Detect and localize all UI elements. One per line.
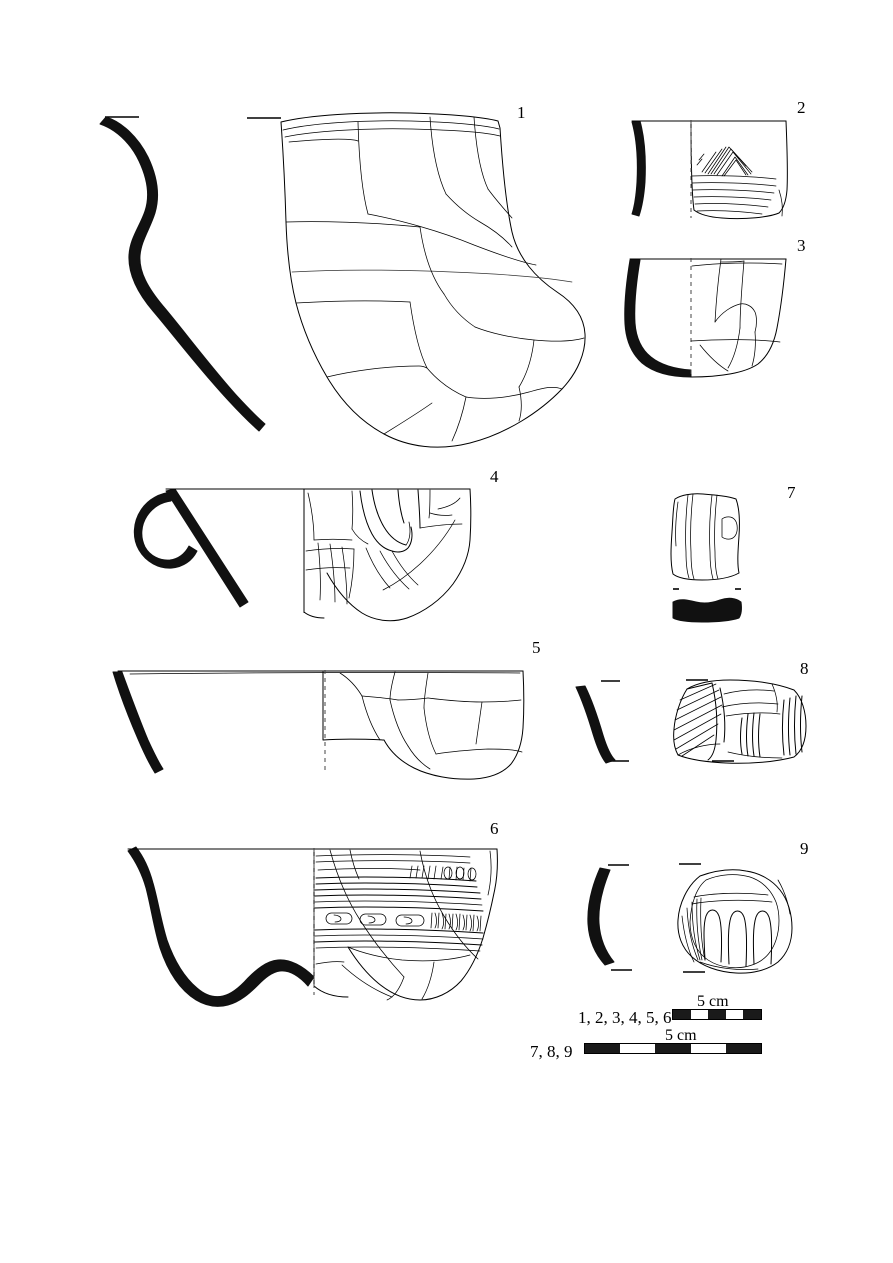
figure-3-group xyxy=(624,258,787,378)
figure-label-1: 1 xyxy=(517,103,526,122)
figure-label-5: 5 xyxy=(532,638,541,657)
figure-8-group xyxy=(575,679,807,764)
figure-8-section-profile xyxy=(575,685,616,764)
scale-1-seg-1 xyxy=(673,1010,691,1019)
figure-8-field-lines xyxy=(721,683,781,717)
scale-2-seg-3 xyxy=(655,1044,691,1053)
figure-4-group xyxy=(133,488,472,622)
figure-1-body-outline xyxy=(280,112,586,448)
figure-9-base-line xyxy=(699,961,759,970)
figure-4-body-outline xyxy=(326,488,472,622)
figure-6-section-profile xyxy=(127,846,315,1007)
figure-9-sherd-outline xyxy=(677,869,793,974)
figure-8-base-line xyxy=(727,751,783,759)
figure-2-banded-decoration xyxy=(691,175,777,215)
scale-1-bar xyxy=(672,1009,762,1020)
figure-9-horizontal-line-2 xyxy=(691,899,773,905)
figure-3-section-profile xyxy=(624,259,692,378)
figure-label-8: 8 xyxy=(800,659,809,678)
figure-7-sherd-outline xyxy=(670,493,740,581)
figure-9-right-edge-line xyxy=(777,879,791,915)
scale-2-unit-label: 5 cm xyxy=(665,1027,697,1044)
figure-5-sherd-joins xyxy=(339,671,523,770)
figure-8-vertical-incisions xyxy=(740,695,803,758)
figure-2-section-profile xyxy=(631,120,646,217)
scale-1-seg-2 xyxy=(690,1010,709,1019)
scale-2-seg-1 xyxy=(585,1044,621,1053)
scale-1-seg-5 xyxy=(743,1010,761,1019)
figure-3-body-outline xyxy=(690,258,787,378)
figure-7-group xyxy=(670,493,742,623)
figure-1-sherd-joins xyxy=(285,116,585,442)
figure-1-rim-inner-2 xyxy=(284,128,501,138)
figure-9-section-profile xyxy=(587,867,615,966)
scale-1-seg-3 xyxy=(708,1010,726,1019)
figure-6-group xyxy=(127,846,498,1007)
figure-5-body-outline xyxy=(383,670,525,780)
figure-2-right-edge-line xyxy=(778,189,783,217)
figure-1-group xyxy=(99,112,586,448)
figure-3-sherd-joins xyxy=(690,258,783,372)
figure-label-9: 9 xyxy=(800,839,809,858)
figure-1-section-profile xyxy=(99,116,266,432)
figure-4-fluted-relief xyxy=(305,489,463,605)
scale-2-caption: 7, 8, 9 xyxy=(530,1042,573,1061)
scale-2-bar xyxy=(584,1043,762,1054)
figure-8-sherd-outline xyxy=(673,679,807,764)
figure-5-rim-inner xyxy=(129,672,521,675)
figure-label-6: 6 xyxy=(490,819,499,838)
scale-1-seg-4 xyxy=(725,1010,744,1019)
figure-6-lower-bands xyxy=(314,928,484,952)
figure-9-vertical-flutes xyxy=(703,909,773,967)
figure-4-wall-section xyxy=(165,488,249,608)
figure-4-handle-section xyxy=(133,491,198,569)
scale-1-caption: 1, 2, 3, 4, 5, 6 xyxy=(578,1008,672,1027)
figure-9-inner-outline xyxy=(689,874,780,969)
figure-6-left-body-edge xyxy=(313,848,349,998)
figure-7-cross-section xyxy=(672,597,742,623)
figure-6-oval-stamps xyxy=(325,912,425,927)
figure-label-7: 7 xyxy=(787,483,796,502)
figure-2-left-body-edge xyxy=(690,120,695,211)
figure-8-lower-edge-line xyxy=(677,743,721,756)
figure-7-vertical-grooves xyxy=(675,493,719,580)
figure-8-oblique-hatching xyxy=(673,682,726,761)
scale-2-seg-5 xyxy=(725,1044,761,1053)
figure-6-sherd-joins xyxy=(315,849,492,1001)
figure-label-2: 2 xyxy=(797,98,806,117)
figure-6-vertical-hatch-band xyxy=(430,912,482,932)
figure-5-group xyxy=(112,670,525,780)
figure-7-loop-detail xyxy=(721,516,738,540)
figure-2-body-outline xyxy=(693,120,788,220)
scale-2-seg-2 xyxy=(620,1044,656,1053)
figure-5-left-body-edge xyxy=(322,671,385,741)
scale-2-seg-4 xyxy=(690,1044,726,1053)
figure-2-group xyxy=(631,120,788,220)
figure-9-group xyxy=(587,863,793,974)
figure-4-left-body-edge xyxy=(303,488,325,619)
figure-6-upper-tick-row xyxy=(409,865,477,882)
figure-9-horizontal-line-1 xyxy=(693,892,769,898)
figure-1-rim-inner xyxy=(282,120,500,131)
figure-5-section-profile xyxy=(112,671,164,774)
figure-9-oblique-hatching xyxy=(681,897,706,963)
figure-6-middle-bands xyxy=(314,888,484,912)
scale-1-unit-label: 5 cm xyxy=(697,993,729,1010)
figure-6-body-outline xyxy=(347,848,498,1001)
figure-6-upper-bands xyxy=(315,854,478,888)
figure-label-3: 3 xyxy=(797,236,806,255)
figure-2-chevron-decoration xyxy=(696,146,753,177)
figure-label-4: 4 xyxy=(490,467,499,486)
